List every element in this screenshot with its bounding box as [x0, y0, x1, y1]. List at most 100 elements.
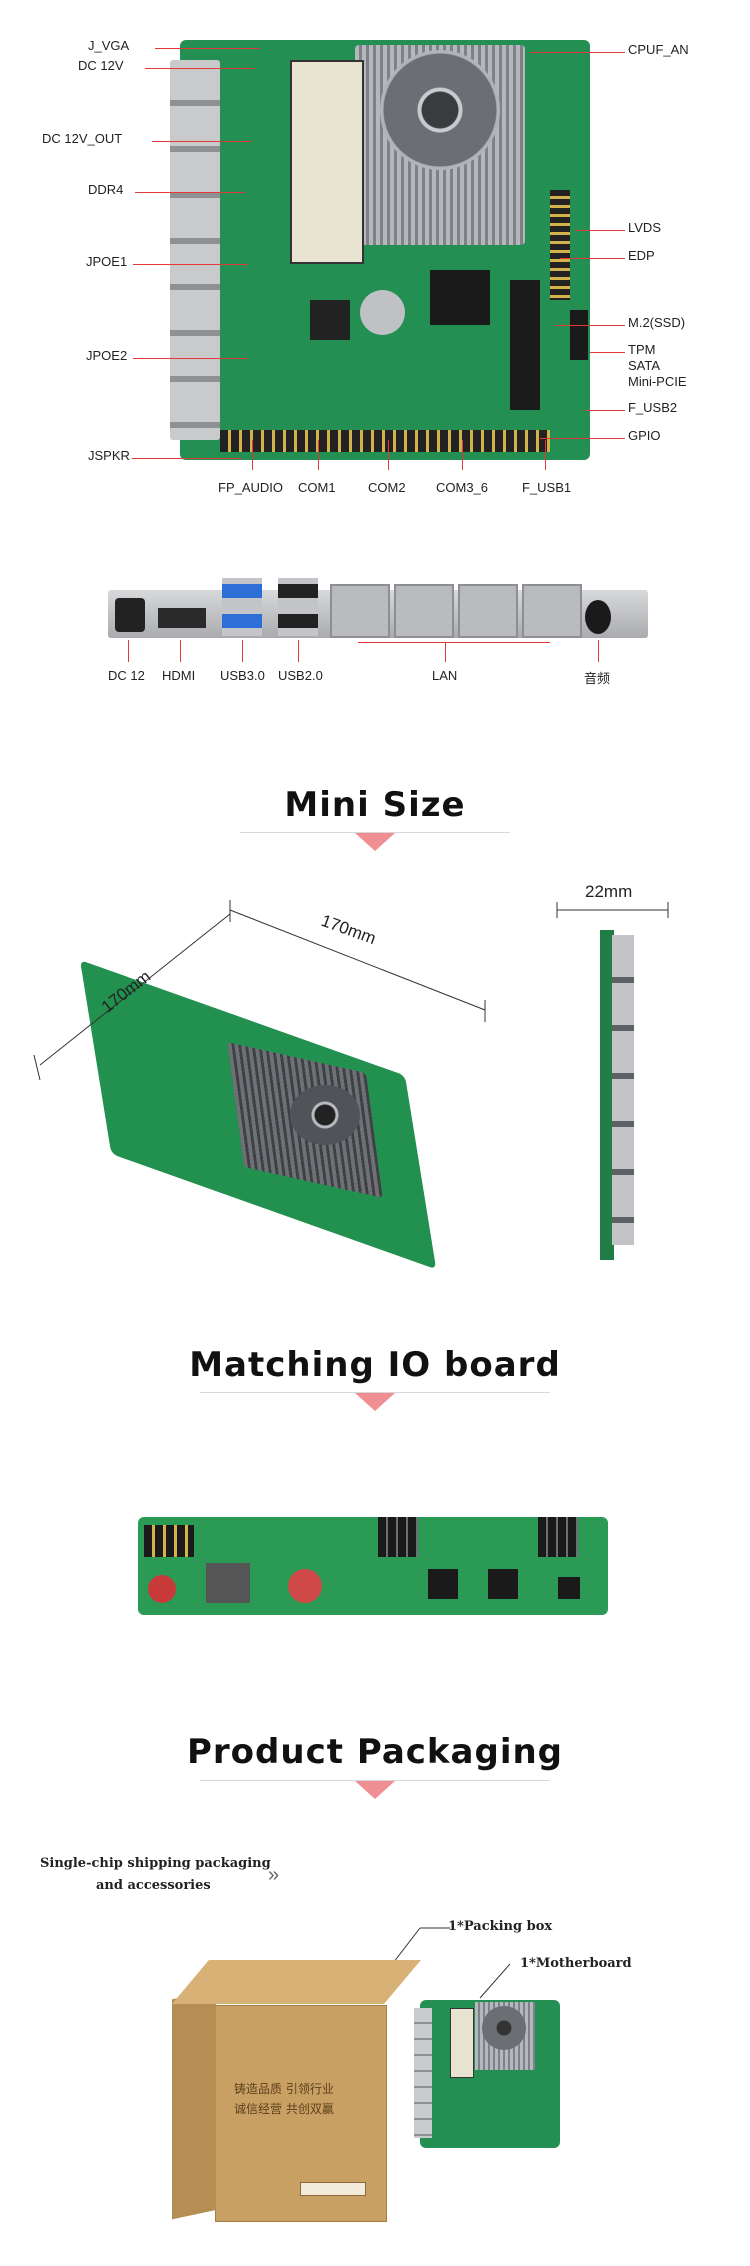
callout-dc-12v: DC 12V — [78, 58, 124, 73]
io-label-audio: 音频 — [584, 671, 611, 686]
chip — [430, 270, 490, 325]
callout-line — [530, 52, 625, 53]
io-label-lan: LAN — [432, 668, 458, 683]
packaged-motherboard — [414, 2000, 560, 2148]
usb2-port — [278, 578, 318, 636]
callout-line — [128, 640, 129, 662]
io-board-pcb — [138, 1517, 608, 1615]
callout-line — [135, 192, 245, 193]
io-board-connector — [538, 1517, 578, 1557]
callout-tpm: TPM — [628, 342, 656, 357]
callout-line — [180, 640, 181, 662]
packaging-item-motherboard: 1*Motherboard — [520, 1956, 632, 1971]
pin-header — [220, 430, 550, 452]
packaging-note-line1: Single-chip shipping packaging — [40, 1856, 271, 1871]
callout-line — [358, 642, 550, 643]
board-isometric-fan — [290, 1085, 360, 1145]
io-board-capacitor — [148, 1575, 176, 1603]
callout-f-usb2: F_USB2 — [628, 400, 678, 415]
callout-gpio: GPIO — [628, 428, 661, 443]
lan-port — [394, 584, 454, 638]
packing-box-side — [172, 1990, 216, 2220]
callout-ddr4: DDR4 — [88, 182, 124, 197]
ddr4-slot — [290, 60, 364, 264]
callout-jpoe2: JPOE2 — [86, 348, 128, 363]
packaged-io — [414, 2008, 432, 2138]
callout-line — [152, 141, 252, 142]
io-board-inductor — [206, 1563, 250, 1603]
io-board-chip — [488, 1569, 518, 1599]
title-underline — [200, 1392, 550, 1393]
callout-line — [133, 264, 248, 265]
usb3-port — [222, 578, 262, 636]
callout-dc-12v-out: DC 12V_OUT — [42, 131, 123, 146]
dc-jack — [115, 598, 145, 632]
io-board-chip — [558, 1577, 580, 1599]
callout-jspkr: JSPKR — [88, 448, 130, 463]
callout-lvds: LVDS — [628, 220, 661, 235]
callout-fp-audio: FP_AUDIO — [218, 480, 284, 495]
dimension-height: 22mm — [585, 882, 633, 901]
io-label-usb3: USB3.0 — [220, 668, 265, 683]
callout-com1: COM1 — [298, 480, 336, 495]
title-triangle — [355, 1393, 395, 1411]
title-triangle — [355, 833, 395, 851]
sata-connector — [570, 310, 588, 360]
callout-line — [598, 640, 599, 662]
dimension-lines — [33, 900, 486, 1081]
board-side-io — [612, 935, 634, 1245]
packaged-fan — [482, 2006, 526, 2050]
callout-line — [318, 440, 319, 470]
hdmi-port — [158, 608, 206, 628]
io-label-hdmi: HDMI — [162, 668, 196, 683]
title-underline — [240, 832, 510, 833]
title-underline — [200, 1780, 550, 1781]
section-title-io-board: Matching IO board — [189, 1345, 561, 1385]
callout-jpoe1: JPOE1 — [86, 254, 128, 269]
callout-line — [145, 68, 255, 69]
callout-line — [132, 458, 242, 459]
callout-sata: SATA — [628, 358, 661, 373]
chevron-right-icon: » — [268, 1864, 280, 1886]
callout-mini-pcie: Mini-PCIE — [628, 374, 687, 389]
callout-cpuf-an: CPUF_AN — [628, 42, 689, 57]
callout-line — [252, 440, 253, 470]
packaging-item-box: 1*Packing box — [448, 1919, 553, 1934]
io-connectors — [170, 60, 220, 440]
packaged-ddr — [450, 2008, 474, 2078]
io-board-header — [144, 1525, 194, 1557]
m2-slot — [510, 280, 540, 410]
callout-line — [585, 410, 625, 411]
battery — [360, 290, 405, 335]
callout-com3-6: COM3_6 — [436, 480, 489, 495]
callout-line — [560, 258, 625, 259]
callout-com2: COM2 — [368, 480, 406, 495]
lan-port — [458, 584, 518, 638]
callout-line — [590, 352, 625, 353]
callout-line — [575, 230, 625, 231]
io-board-capacitor — [288, 1569, 322, 1603]
io-label-dc12: DC 12 — [108, 668, 145, 683]
packing-box-slogan-1: 铸造品质 引领行业 — [234, 2082, 334, 2096]
packing-box-label — [300, 2182, 366, 2196]
callout-j-vga: J_VGA — [88, 38, 130, 53]
callout-line — [462, 440, 463, 470]
section-title-packaging: Product Packaging — [186, 1732, 564, 1772]
board-side-view — [600, 930, 614, 1260]
packaging-note-line2: and accessories — [96, 1878, 211, 1893]
io-label-usb2: USB2.0 — [278, 668, 323, 683]
callout-line — [445, 642, 446, 662]
chip — [310, 300, 350, 340]
side-dimension — [556, 902, 669, 918]
callout-line — [133, 358, 248, 359]
title-triangle — [355, 1781, 395, 1799]
callout-line — [540, 438, 625, 439]
callout-line — [555, 325, 625, 326]
callout-line — [155, 48, 260, 49]
packing-box-slogan-2: 诚信经营 共创双赢 — [234, 2102, 334, 2116]
audio-jack — [585, 600, 611, 634]
callout-m2-ssd: M.2(SSD) — [628, 315, 686, 330]
callout-edp: EDP — [628, 248, 655, 263]
callout-line — [242, 640, 243, 662]
callout-f-usb1: F_USB1 — [522, 480, 572, 495]
